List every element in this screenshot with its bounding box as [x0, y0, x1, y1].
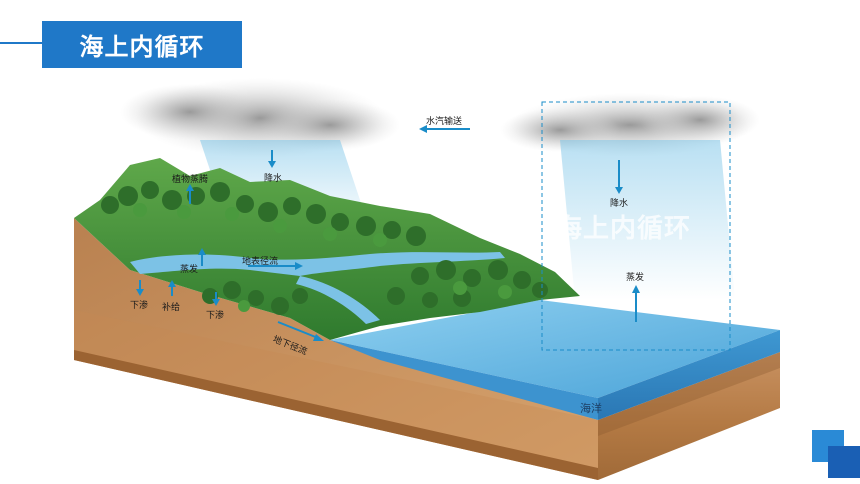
infiltration-1-arrow: [136, 280, 144, 296]
label-plant-transpiration: 植物蒸腾: [172, 175, 209, 185]
corner-square-dark: [828, 446, 860, 478]
label-infiltration-2: 下渗: [206, 311, 225, 321]
precipitation-sea-arrow: [615, 160, 623, 194]
surface-runoff-arrow: [248, 262, 303, 270]
figure-caption: 示图 12 · 水循环示意: [150, 430, 227, 439]
watermark: 海上内循环: [556, 214, 692, 244]
label-evaporation-sea: 蒸发: [626, 273, 645, 283]
label-evaporation-land: 蒸发: [180, 265, 199, 275]
label-ocean: 海洋: [580, 402, 602, 415]
label-replenish: 补给: [162, 303, 181, 313]
vapor-transport-arrow: [419, 125, 470, 133]
ocean: [330, 300, 780, 420]
evaporation-land-arrow: [198, 248, 206, 266]
title-rule: [0, 42, 44, 44]
label-infiltration-1: 下渗: [130, 301, 149, 311]
precipitation-land-arrow: [268, 150, 276, 168]
evaporation-sea-arrow: [632, 285, 640, 322]
rain-sea: [560, 140, 735, 300]
label-precipitation-sea: 降水: [610, 199, 629, 209]
cloud-land: [120, 78, 400, 158]
label-vapor-transport: 水汽输送: [426, 117, 463, 127]
infiltration-2-arrow: [212, 292, 220, 306]
ground-block: [74, 218, 780, 480]
groundwater-runoff-arrow: [277, 321, 324, 341]
land-surface: [74, 158, 580, 340]
transpiration-arrow: [186, 184, 194, 204]
label-surface-runoff: 地表径流: [242, 257, 279, 267]
replenish-arrow: [168, 280, 176, 296]
sea-cycle-frame: [541, 101, 731, 351]
label-precipitation-land: 降水: [264, 174, 283, 184]
page-title: 海上内循环: [42, 21, 242, 68]
